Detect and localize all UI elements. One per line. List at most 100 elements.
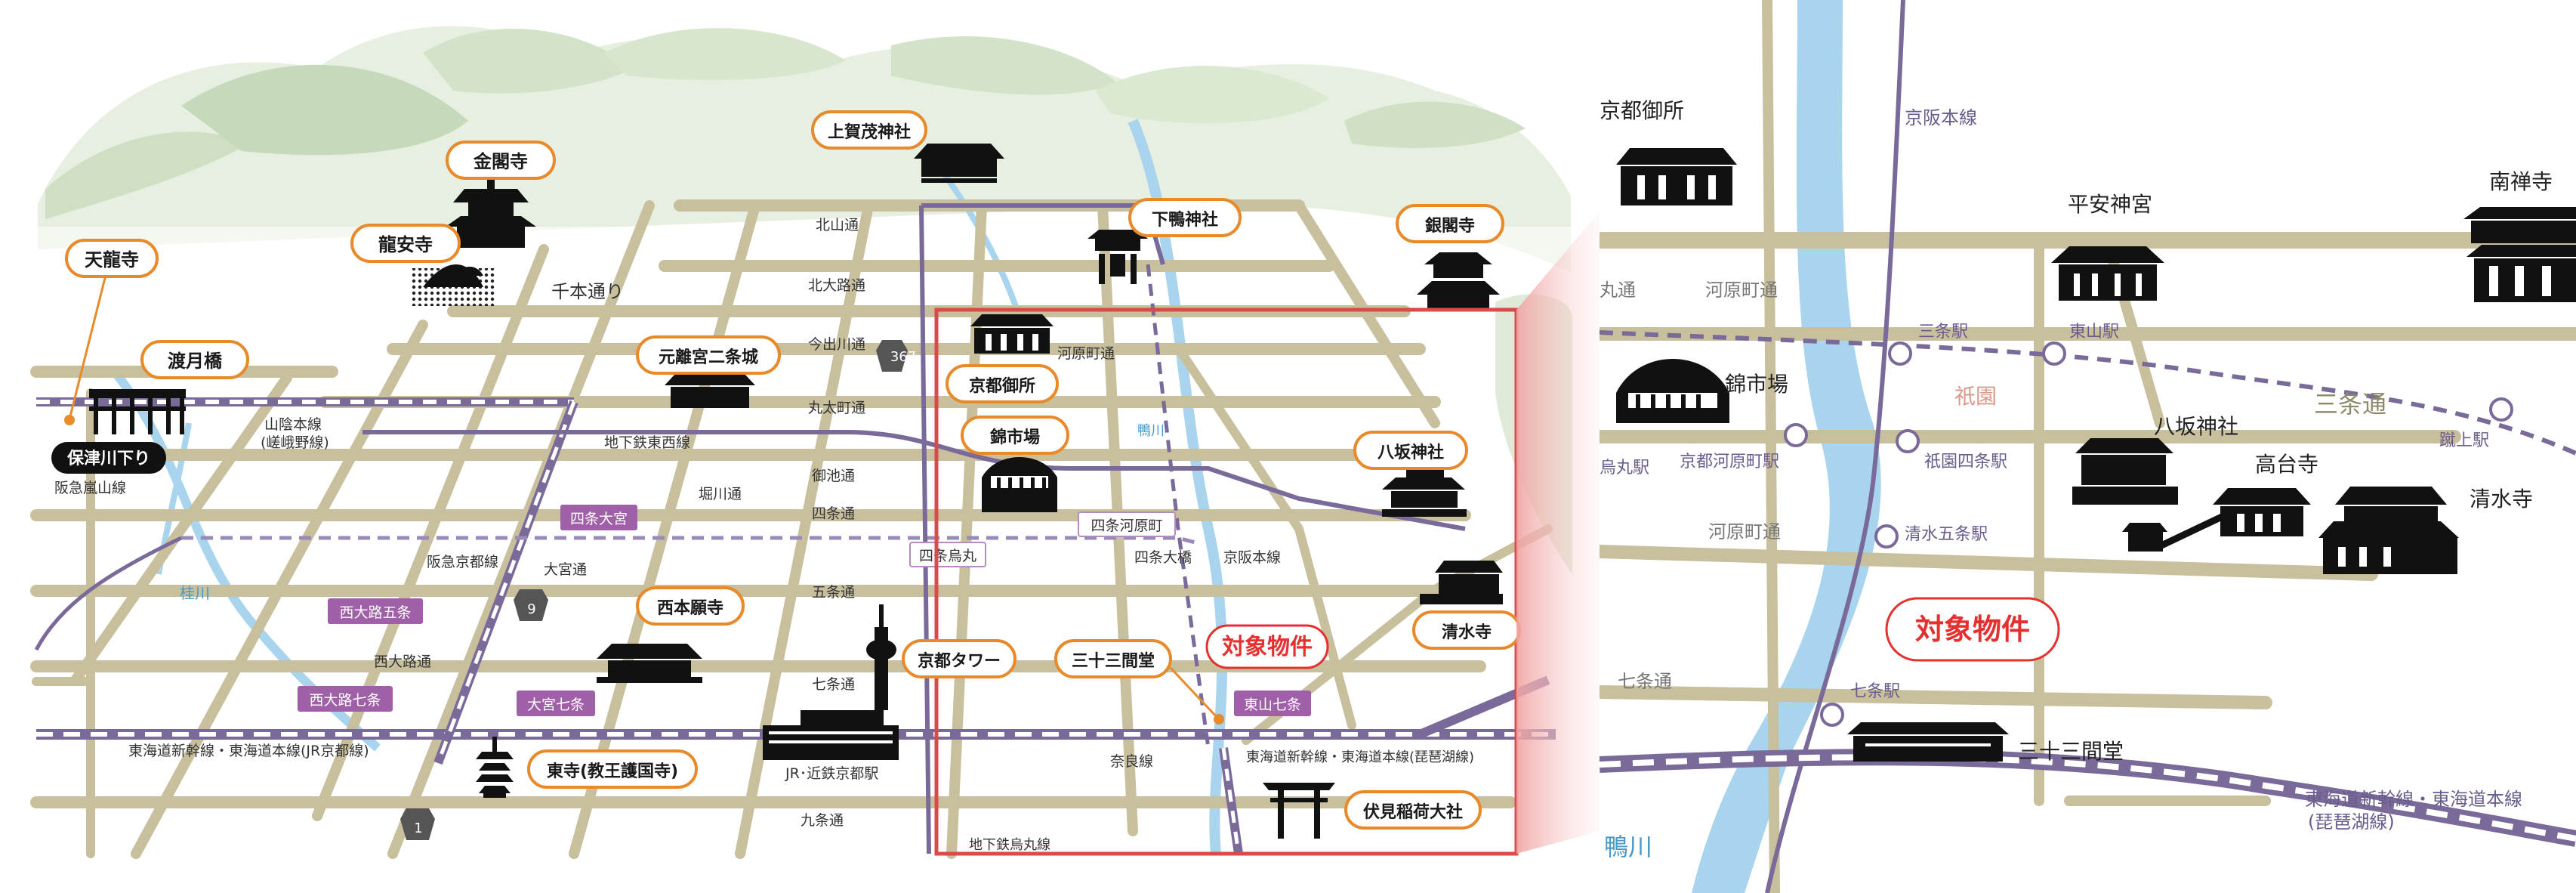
right-street-maru-cut: 丸通 xyxy=(1600,280,1636,301)
rail-keihan: 京阪本線 xyxy=(1223,549,1281,566)
river-katsura: 桂川 xyxy=(180,584,210,602)
rail-sanin: 山陰本線 xyxy=(264,416,322,433)
temple-icon-kodaiji xyxy=(2122,488,2311,552)
right-rail-tokaido: 東海道新幹線・東海道本線 xyxy=(2305,789,2522,810)
right-label-gosho: 京都御所 xyxy=(1600,98,1684,123)
temple-icon-kiyomizu xyxy=(1420,561,1503,604)
right-station-sanjo: 三条駅 xyxy=(1918,323,1968,341)
garden-icon-ryoanji xyxy=(412,264,495,306)
street-kitayama: 北山通 xyxy=(816,217,859,233)
temple-icon-ginkakuji xyxy=(1417,252,1500,311)
river-kamo-right xyxy=(1692,0,1881,893)
pill-sanjusangendo: 三十三間堂 xyxy=(1072,652,1155,671)
station-nishioji-shichijo: 西大路七条 xyxy=(309,692,381,709)
street-kujo: 九条通 xyxy=(801,812,844,829)
temple-icon-kinkakuji xyxy=(446,178,536,248)
street-horikawa: 堀川通 xyxy=(699,486,742,502)
right-label-heian: 平安神宮 xyxy=(2068,192,2152,217)
right-station-keage: 蹴上駅 xyxy=(2439,431,2489,450)
temple-icon-kiyomizu-right xyxy=(2318,487,2459,574)
label-shijo-kawaramachi: 四条河原町 xyxy=(1091,518,1162,534)
pill-fushimi: 伏見稲荷大社 xyxy=(1363,802,1463,822)
right-station-karasuma: 烏丸駅 xyxy=(1600,459,1649,477)
rail-hankyu-arashiyama: 阪急嵐山線 xyxy=(54,480,126,496)
rail-karasuma: 地下鉄烏丸線 xyxy=(969,837,1050,853)
route-1: 1 xyxy=(414,820,422,836)
shijo-ohashi: 四条大橋 xyxy=(1134,549,1192,566)
street-shichijo: 七条通 xyxy=(812,676,855,693)
pill-kiyomizu: 清水寺 xyxy=(1442,623,1492,642)
pagoda-icon-toji xyxy=(476,737,514,798)
rail-hankyu-kyoto: 阪急京都線 xyxy=(427,554,498,570)
target-marker-left: 対象物件 xyxy=(1169,624,1329,725)
street-oike: 御池通 xyxy=(812,468,855,484)
right-label-gion: 祇園 xyxy=(1954,384,1997,409)
pill-ginkakuji: 銀閣寺 xyxy=(1425,217,1475,236)
pill-tenryuji: 天龍寺 xyxy=(85,249,139,270)
station-higashiyama-shichijo: 東山七条 xyxy=(1244,697,1301,713)
street-gojo: 五条通 xyxy=(812,584,855,601)
market-icon-nishiki xyxy=(982,457,1057,512)
street-kitaoji: 北大路通 xyxy=(808,277,865,294)
street-nishioji: 西大路通 xyxy=(374,654,431,670)
street-shijo: 四条通 xyxy=(812,505,855,522)
right-street-kawaramachi-bottom: 河原町通 xyxy=(1708,521,1781,542)
route-367: 367 xyxy=(890,349,916,365)
right-river-kamo: 鴨川 xyxy=(1604,833,1652,861)
right-label-nishiki: 錦市場 xyxy=(1725,372,1788,397)
rail-tozai: 地下鉄東西線 xyxy=(604,434,690,451)
right-station-shichijo: 七条駅 xyxy=(1850,682,1900,701)
right-street-shichijo: 七条通 xyxy=(1618,671,1672,692)
zoom-connector xyxy=(1516,212,1600,854)
station-omiya-shichijo: 大宮七条 xyxy=(527,697,585,713)
right-rails xyxy=(1600,0,2576,893)
right-street-sanjo: 三条通 xyxy=(2314,390,2386,419)
right-label-kodaiji: 高台寺 xyxy=(2255,452,2318,477)
right-rail-biwako: (琵琶湖線) xyxy=(2308,811,2395,833)
bridge-icon-togetsukyo xyxy=(89,389,186,434)
boxed-labels: 四条河原町 四条烏丸 xyxy=(909,511,1176,567)
right-street-kawaramachi-top: 河原町通 xyxy=(1705,280,1778,301)
tower-icon-kyoto xyxy=(866,604,896,710)
shrine-icon-yasaka xyxy=(1382,468,1467,517)
route-badges: 367 9 1 xyxy=(400,340,916,840)
pill-togetsukyo: 渡月橋 xyxy=(168,351,223,372)
street-senbon: 千本通り xyxy=(551,281,624,302)
gate-icon-shimogamo xyxy=(1087,230,1148,284)
building-icons xyxy=(89,144,1503,839)
pill-nijojo: 元離宮二条城 xyxy=(659,348,758,367)
label-hozugawa: 保津川下り xyxy=(66,449,150,468)
shrine-icon-heian xyxy=(2051,246,2164,301)
right-station-gion-shijo: 祇園四条駅 xyxy=(1924,453,2007,471)
building-icon-gosho xyxy=(970,314,1054,354)
rail-tokaido: 東海道新幹線・東海道本線(JR京都線) xyxy=(128,743,369,759)
gate-icon-nanzenji xyxy=(2463,207,2576,302)
rail-sagano: (嵯峨野線) xyxy=(261,434,329,451)
target-label-right: 対象物件 xyxy=(1915,613,2030,646)
right-label-kiyomizu: 清水寺 xyxy=(2470,487,2533,511)
street-marutamachi: 丸太町通 xyxy=(808,400,865,416)
left-map: 367 9 1 北山通 北大路通 今出川通 丸太町通 御池通 四条通 五条通 七… xyxy=(30,26,1572,859)
right-rail-keihan: 京阪本線 xyxy=(1905,107,1977,128)
street-imadegawa: 今出川通 xyxy=(808,336,865,353)
castle-icon-nijojo xyxy=(665,364,755,408)
street-omiya: 大宮通 xyxy=(544,561,587,578)
rail-labels: 山陰本線 (嵯峨野線) 阪急嵐山線 阪急京都線 地下鉄東西線 東海道新幹線・東海… xyxy=(54,416,1474,853)
temple-icon-nishihonganji xyxy=(597,644,702,683)
pill-toji: 東寺(教王護国寺) xyxy=(547,762,678,781)
shrine-icon-kamigamo xyxy=(914,144,1004,183)
temple-icon-sanjusangendo-right xyxy=(1847,722,2009,762)
label-shijo-karasuma: 四条烏丸 xyxy=(919,548,976,564)
pill-nishiki: 錦市場 xyxy=(990,428,1040,447)
station-icon-kyoto xyxy=(763,710,899,760)
right-station-kyoto-kawaramachi: 京都河原町駅 xyxy=(1680,453,1779,471)
right-roads xyxy=(1600,0,2576,893)
pill-kyoto-tower: 京都タワー xyxy=(918,651,1001,671)
right-station-higashiyama: 東山駅 xyxy=(2069,323,2119,341)
pill-kinkakuji: 金閣寺 xyxy=(473,151,528,172)
right-label-nanzenji: 南禅寺 xyxy=(2489,169,2553,194)
rail-nara: 奈良線 xyxy=(1110,753,1153,770)
right-map: 京都御所 平安神宮 南禅寺 錦市場 八坂神社 高台寺 清水寺 三十三間堂 祇園 … xyxy=(1600,0,2576,893)
station-shijo-omiya: 四条大宮 xyxy=(570,511,628,527)
